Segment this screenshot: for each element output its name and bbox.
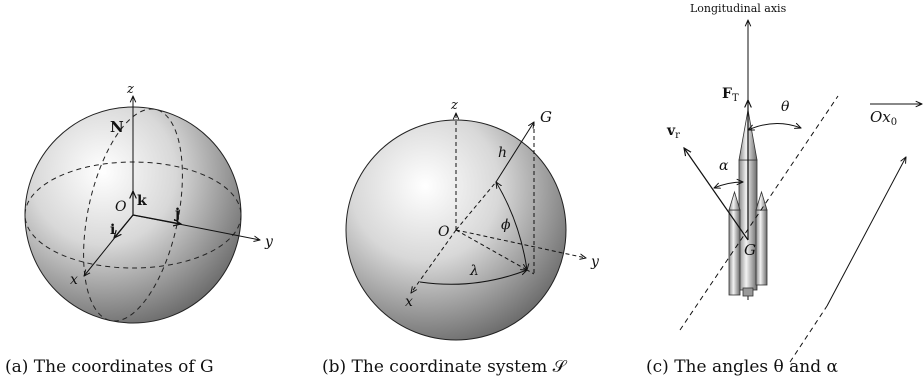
rocket-booster-left bbox=[728, 209, 741, 296]
ox0-dashed-line bbox=[789, 305, 828, 363]
label-N: N bbox=[110, 118, 124, 136]
label-longitudinal-axis: Longitudinal axis bbox=[690, 2, 787, 15]
label-phi: ϕ bbox=[501, 217, 511, 233]
caption-b: (b) The coordinate system 𝒮 bbox=[322, 357, 568, 377]
j-vector bbox=[132, 214, 181, 224]
caption-c: (c) The angles θ and α bbox=[646, 357, 839, 377]
label-O-a: O bbox=[115, 199, 127, 215]
label-x-b: x bbox=[405, 294, 413, 310]
altitude-vector bbox=[495, 122, 534, 183]
x-axis-b bbox=[411, 229, 457, 293]
label-O-b: O bbox=[438, 224, 450, 240]
label-z-b: z bbox=[450, 98, 458, 113]
rocket-nozzle bbox=[742, 287, 754, 297]
i-vector bbox=[114, 214, 134, 238]
rocket-booster-right-nose bbox=[755, 190, 768, 211]
label-x-a: x bbox=[70, 272, 78, 288]
label-G-c: G bbox=[744, 241, 756, 259]
label-vr-main: v bbox=[666, 123, 676, 139]
theta-arc bbox=[748, 123, 801, 130]
label-theta: θ bbox=[781, 99, 790, 115]
label-vr-sub: r bbox=[675, 130, 680, 141]
label-FT-sub: T bbox=[732, 93, 739, 104]
rocket-booster-right bbox=[755, 209, 768, 286]
label-G-b: G bbox=[540, 108, 552, 126]
label-k: k bbox=[137, 193, 147, 209]
label-Ox0-sub: 0 bbox=[891, 117, 897, 128]
label-FT-main: F bbox=[722, 86, 732, 102]
label-lambda: λ bbox=[469, 263, 479, 279]
reference-dashed-line bbox=[679, 95, 839, 331]
panel-c: Longitudinal axis FT θ vr α G bbox=[646, 2, 922, 377]
label-alpha: α bbox=[719, 158, 729, 174]
label-h: h bbox=[498, 145, 507, 161]
lambda-arc bbox=[419, 270, 527, 285]
position-vector bbox=[455, 181, 497, 231]
ox0-vector bbox=[826, 157, 906, 307]
label-vr: vr bbox=[666, 123, 680, 141]
rocket-booster-left-nose bbox=[728, 190, 741, 211]
label-i: i bbox=[110, 222, 115, 238]
label-y-b: y bbox=[590, 254, 600, 270]
label-FT: FT bbox=[722, 86, 739, 104]
panel-a: z N k O j i y x (a) The coordinates of G bbox=[5, 82, 274, 377]
phi-arc bbox=[496, 182, 527, 270]
panel-b: z G h O ϕ λ x y (b) The coordinate syste… bbox=[322, 98, 600, 377]
label-z-a: z bbox=[126, 82, 134, 97]
label-Ox0-main: Ox bbox=[870, 108, 891, 126]
label-y-a: y bbox=[264, 234, 274, 250]
caption-a: (a) The coordinates of G bbox=[5, 357, 214, 377]
label-j: j bbox=[173, 206, 180, 222]
velocity-vector bbox=[684, 148, 749, 241]
label-Ox0: Ox0 bbox=[870, 108, 897, 128]
alpha-arc bbox=[714, 182, 743, 188]
